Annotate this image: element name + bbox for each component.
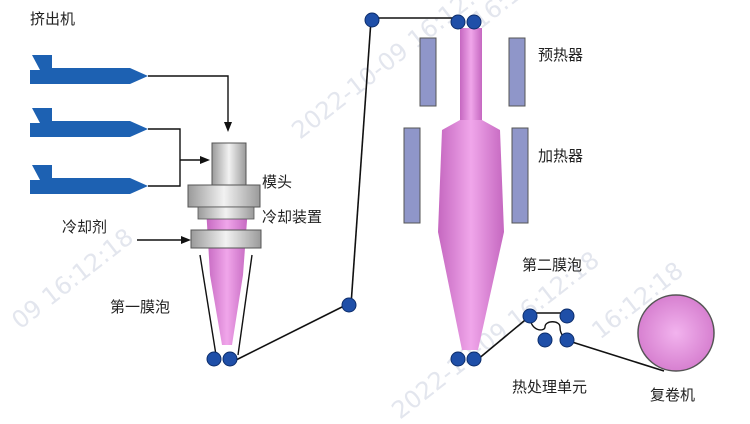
die-head — [187, 142, 261, 208]
roller — [364, 12, 380, 28]
collapsing-frame — [199, 254, 253, 356]
heater-label: 加热器 — [538, 147, 583, 165]
roller — [341, 297, 357, 313]
first-bubble-label: 第一膜泡 — [110, 298, 170, 316]
preheater — [419, 37, 526, 107]
roller — [450, 14, 466, 30]
roller — [522, 308, 538, 324]
coolant-label: 冷却剂 — [62, 218, 107, 236]
feed-lines — [137, 75, 232, 244]
extruder-2 — [30, 108, 148, 137]
extruder-label: 挤出机 — [30, 10, 75, 28]
die-label: 模头 — [262, 173, 292, 191]
roller — [537, 332, 553, 348]
roller — [466, 351, 482, 367]
extruder-3 — [30, 165, 148, 194]
roller — [559, 332, 575, 348]
watermark: 09 16:12:18 — [6, 223, 138, 335]
extruder-1 — [30, 55, 148, 84]
winder-label: 复卷机 — [650, 386, 695, 404]
second-bubble — [438, 28, 504, 350]
roller — [559, 308, 575, 324]
roller — [450, 351, 466, 367]
roller — [206, 351, 222, 367]
cooling-device — [190, 206, 262, 249]
heat-treatment-label: 热处理单元 — [512, 378, 587, 396]
heater — [403, 127, 529, 224]
preheater-label: 预热器 — [538, 46, 583, 64]
watermarks: 2022-10-09 16:12:18 09 16:12:18 2022-10-… — [6, 0, 688, 424]
winder — [637, 294, 715, 372]
second-bubble-label: 第二膜泡 — [522, 256, 582, 274]
cooling-device-label: 冷却装置 — [262, 208, 322, 226]
roller — [466, 14, 482, 30]
roller — [222, 351, 238, 367]
rollers — [206, 12, 575, 367]
